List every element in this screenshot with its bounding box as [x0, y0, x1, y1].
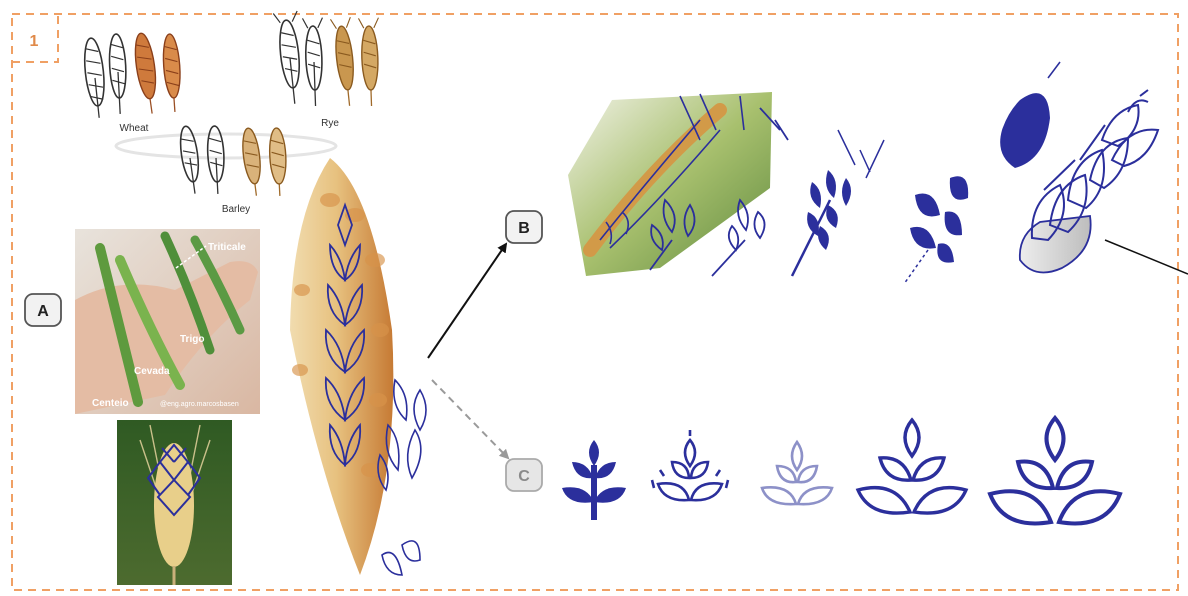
step-c-badge: C — [506, 459, 542, 491]
svg-text:B: B — [518, 220, 530, 237]
centeio-label: Centeio — [92, 398, 129, 409]
wheat-kernel-spike — [290, 158, 393, 575]
barley-label: Barley — [222, 204, 250, 215]
field-photo-tracing — [568, 92, 772, 276]
icon-iteration-1 — [562, 440, 626, 520]
cevada-label: Cevada — [134, 366, 170, 377]
outgoing-arrow-line — [1105, 240, 1188, 274]
triticale-label: Triticale — [208, 242, 246, 253]
spikelet-filled-medium — [904, 176, 968, 284]
arrow-to-c — [432, 380, 508, 458]
hand-grain-photo: Triticale Trigo Cevada Centeio @eng.agro… — [75, 229, 260, 414]
icon-iteration-5 — [990, 418, 1120, 523]
barley-head-photo — [117, 420, 232, 585]
photo-credit: @eng.agro.marcosbasen — [160, 401, 239, 408]
step-a-badge: A — [25, 294, 61, 326]
step-b-badge: B — [506, 211, 542, 243]
icon-iteration-2 — [652, 430, 728, 500]
icon-iteration-3 — [762, 442, 832, 504]
rye-sketch: Rye — [273, 11, 381, 129]
wheat-label: Wheat — [120, 123, 149, 134]
icon-iterations-c — [562, 418, 1120, 523]
trigo-label: Trigo — [180, 334, 204, 345]
svg-text:C: C — [518, 468, 530, 485]
spikelet-filled-small — [792, 130, 884, 276]
sketch-sequence-b — [568, 62, 1188, 284]
icon-iteration-4 — [858, 420, 966, 513]
barley-sketch: Barley — [116, 125, 336, 215]
svg-text:A: A — [37, 303, 49, 320]
rye-label: Rye — [321, 118, 339, 129]
grain-kernel-filled — [1000, 62, 1060, 168]
panel-number: 1 — [30, 33, 39, 50]
wheat-sketch: Wheat — [82, 32, 183, 134]
arrow-to-b — [428, 244, 506, 358]
